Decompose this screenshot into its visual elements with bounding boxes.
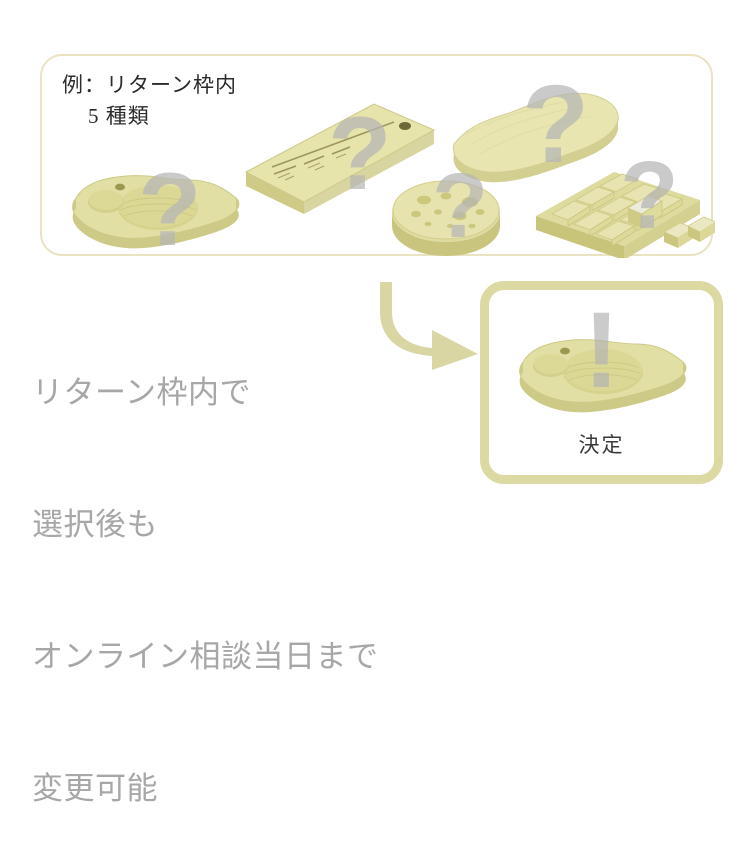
message-line-4: 変更可能 xyxy=(32,771,158,806)
example-panel-heading: 例：リターン枠内 5 種類 xyxy=(62,70,237,132)
message-line-2: 選択後も xyxy=(32,507,158,542)
example-item-cube-grid-block[interactable] xyxy=(528,154,715,258)
example-heading-line-2: 5 種類 xyxy=(88,104,150,128)
example-heading-line-1: 例：リターン枠内 xyxy=(62,73,237,97)
loose-block-a xyxy=(627,195,663,229)
selected-tray-with-circle-recess-icon xyxy=(518,339,686,413)
example-item-tray-with-circle-recess[interactable] xyxy=(58,154,258,258)
decision-box[interactable]: ! 決定 xyxy=(480,281,723,484)
message-line-3: オンライン相談当日まで xyxy=(32,639,379,674)
perforated-round-disc-icon xyxy=(392,180,500,256)
example-item-engraved-ruler-board[interactable] xyxy=(238,94,438,214)
example-item-irregular-flat-plate[interactable] xyxy=(442,72,632,194)
engraved-ruler-board-icon xyxy=(244,103,436,214)
explanation-message: リターン枠内で 選択後も オンライン相談当日まで 変更可能 xyxy=(32,283,432,855)
loose-block-c xyxy=(687,216,715,242)
cube-grid-block-icon xyxy=(536,172,715,258)
tray-with-circle-recess-icon xyxy=(72,175,240,249)
decision-label: 決定 xyxy=(578,433,625,457)
irregular-flat-plate-icon xyxy=(452,92,619,183)
example-item-perforated-round-disc[interactable] xyxy=(380,168,520,258)
decision-selected-item xyxy=(507,298,697,424)
message-line-1: リターン枠内で xyxy=(32,375,251,410)
curved-down-right-arrow-icon xyxy=(378,278,488,370)
